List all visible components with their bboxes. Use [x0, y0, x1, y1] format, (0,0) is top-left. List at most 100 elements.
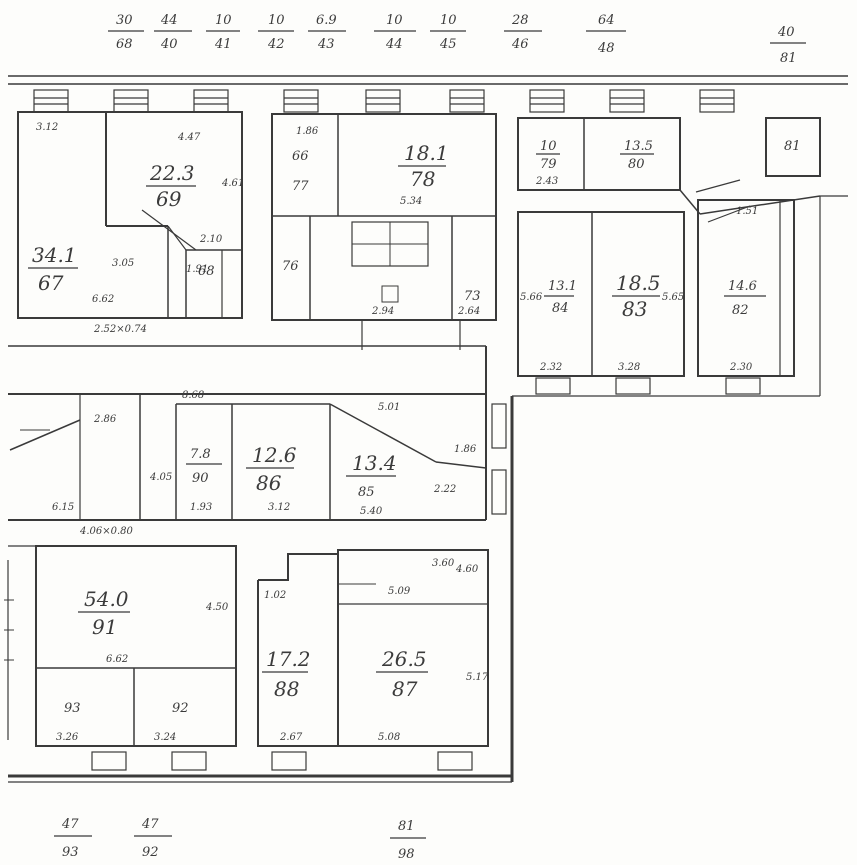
svg-text:28: 28 — [511, 13, 529, 28]
fraction-top-8: 64 48 — [586, 13, 626, 56]
svg-text:68: 68 — [198, 264, 215, 279]
room-86: 12.6 86 — [246, 443, 297, 495]
svg-text:81: 81 — [780, 51, 797, 66]
svg-text:13.5: 13.5 — [624, 139, 653, 154]
dim: 3.12 — [268, 502, 290, 513]
svg-text:88: 88 — [274, 677, 299, 701]
dim: 3.26 — [56, 732, 79, 743]
svg-text:98: 98 — [398, 847, 415, 862]
dim: 4.06×0.80 — [79, 526, 134, 537]
svg-text:82: 82 — [732, 303, 749, 318]
svg-text:41: 41 — [214, 37, 232, 52]
dim: 2.64 — [457, 306, 480, 317]
dim: 2.94 — [371, 306, 394, 317]
svg-text:13.1: 13.1 — [548, 279, 577, 294]
dim: 5.66 — [520, 292, 543, 303]
svg-text:93: 93 — [62, 845, 79, 860]
svg-text:26.5: 26.5 — [381, 647, 427, 671]
svg-text:77: 77 — [292, 179, 309, 194]
dim: 3.12 — [36, 122, 58, 133]
svg-text:86: 86 — [256, 471, 282, 495]
block-lower-middle — [257, 549, 489, 771]
svg-text:47: 47 — [141, 817, 159, 832]
svg-text:18.5: 18.5 — [616, 271, 661, 295]
room-85: 13.4 85 — [346, 451, 397, 500]
svg-text:7.8: 7.8 — [190, 447, 211, 462]
svg-text:90: 90 — [192, 471, 209, 486]
fraction-bottom-2: 81 98 — [390, 819, 426, 862]
svg-text:64: 64 — [598, 13, 615, 28]
svg-text:48: 48 — [597, 41, 615, 56]
dim: 2.22 — [433, 484, 456, 495]
svg-text:10: 10 — [540, 139, 557, 154]
room-92: 92 — [172, 701, 189, 716]
svg-text:78: 78 — [410, 167, 435, 191]
svg-text:54.0: 54.0 — [84, 587, 129, 611]
block-lower-left — [8, 545, 237, 771]
svg-text:40: 40 — [160, 37, 178, 52]
dim: 5.08 — [378, 732, 400, 743]
svg-text:84: 84 — [552, 301, 569, 316]
svg-text:10: 10 — [386, 13, 403, 28]
block-upper-right — [517, 117, 821, 395]
dim: 2.52×0.74 — [93, 324, 147, 335]
room-87: 26.5 87 — [376, 647, 428, 701]
dim: 5.40 — [360, 506, 383, 517]
svg-text:44: 44 — [160, 13, 178, 28]
dim: 3.05 — [112, 258, 134, 269]
room-69: 22.3 69 — [146, 161, 196, 211]
fraction-top-3: 10 42 — [258, 13, 294, 52]
room-83: 18.5 83 — [612, 271, 661, 321]
dim: 4.61 — [221, 178, 244, 189]
svg-text:92: 92 — [172, 701, 189, 716]
svg-text:83: 83 — [622, 297, 647, 321]
room-77: 77 — [292, 179, 309, 194]
room-66: 66 — [292, 149, 309, 164]
dim: 5.09 — [388, 586, 411, 597]
windows-top — [33, 89, 735, 113]
top-fractions: 30 68 44 40 10 41 10 42 6.9 43 10 44 — [108, 13, 806, 66]
bottom-fractions: 47 93 47 92 81 98 — [54, 817, 426, 862]
fraction-top-7: 28 46 — [504, 13, 542, 52]
fraction-top-1: 44 40 — [154, 13, 192, 52]
svg-text:10: 10 — [268, 13, 285, 28]
fraction-top-6: 10 45 — [430, 13, 466, 52]
room-78: 18.1 78 — [398, 141, 449, 191]
svg-text:44: 44 — [385, 37, 403, 52]
svg-text:69: 69 — [156, 187, 182, 211]
dim: 4.47 — [177, 132, 201, 143]
dim: 1.93 — [190, 502, 212, 513]
svg-text:80: 80 — [628, 157, 645, 172]
fraction-top-4: 6.9 43 — [308, 13, 346, 52]
room-82: 14.6 82 — [724, 279, 766, 318]
svg-text:47: 47 — [61, 817, 79, 832]
svg-text:68: 68 — [116, 37, 133, 52]
dim: 2.10 — [199, 234, 223, 245]
room-93: 93 — [64, 701, 81, 716]
dim: 2.32 — [539, 362, 562, 373]
dim: 2.43 — [535, 176, 558, 187]
fraction-bottom-0: 47 93 — [54, 817, 92, 860]
svg-text:85: 85 — [358, 485, 375, 500]
room-91: 54.0 91 — [78, 587, 130, 639]
block-middle — [8, 345, 507, 521]
svg-text:66: 66 — [292, 149, 309, 164]
outer-walls — [8, 75, 848, 783]
svg-text:81: 81 — [784, 139, 801, 154]
dim: 5.34 — [400, 196, 422, 207]
svg-text:10: 10 — [440, 13, 457, 28]
svg-text:45: 45 — [439, 37, 457, 52]
room-84: 13.1 84 — [544, 279, 577, 316]
svg-text:34.1: 34.1 — [32, 243, 77, 267]
dim: 6.15 — [52, 502, 74, 513]
dim: 5.17 — [466, 672, 489, 683]
room-73: 73 — [464, 289, 481, 304]
room-81: 81 — [784, 139, 801, 154]
svg-text:30: 30 — [116, 13, 133, 28]
block-upper-middle — [271, 113, 497, 350]
svg-text:10: 10 — [215, 13, 232, 28]
room-labels: 22.3 69 34.1 67 68 18.1 78 77 66 76 — [28, 139, 801, 716]
dim: 4.05 — [149, 472, 172, 483]
dim: 2.30 — [729, 362, 753, 373]
